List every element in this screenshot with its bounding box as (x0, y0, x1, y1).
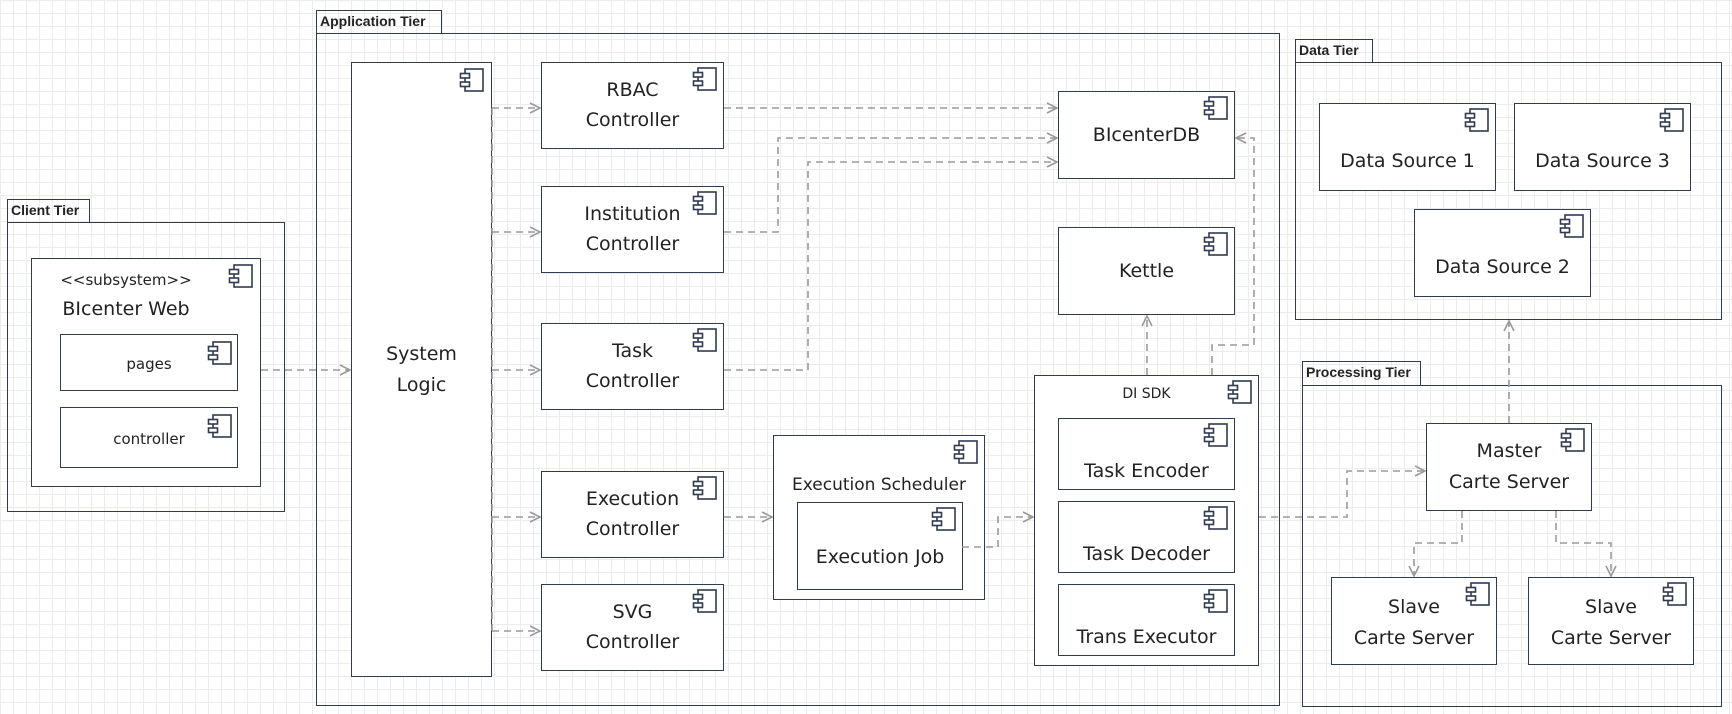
rbac-controller-label-2: Controller (585, 109, 680, 131)
slave-carte-server-1-label-1: Slave (1388, 596, 1440, 618)
system-logic[interactable]: System Logic (351, 62, 492, 677)
institution-controller-label-2: Controller (585, 233, 680, 255)
data-source-2[interactable]: Data Source 2 (1414, 209, 1591, 297)
execution-controller-label-1: Execution (585, 488, 680, 510)
application-tier-label: Application Tier (320, 13, 426, 29)
task-decoder-label: Task Decoder (1083, 543, 1210, 565)
component-icon (1464, 107, 1490, 133)
component-icon (459, 67, 485, 93)
svg-controller[interactable]: SVG Controller (541, 584, 724, 671)
system-logic-label-1: System (386, 343, 457, 365)
bicenter-web-subsystem[interactable]: <<subsystem>> BIcenter Web pages control… (31, 258, 261, 487)
execution-controller-label-2: Controller (585, 518, 680, 540)
task-encoder[interactable]: Task Encoder (1058, 418, 1235, 490)
master-carte-server-label-1: Master (1476, 440, 1542, 462)
data-tier (1295, 62, 1722, 320)
data-source-1[interactable]: Data Source 1 (1319, 103, 1496, 191)
kettle[interactable]: Kettle (1058, 227, 1235, 315)
execution-job[interactable]: Execution Job (797, 502, 963, 590)
execution-controller[interactable]: Execution Controller (541, 471, 724, 558)
component-icon (953, 439, 979, 465)
rbac-controller-label-1: RBAC (606, 79, 659, 101)
execution-scheduler[interactable]: Execution Scheduler Execution Job (773, 435, 985, 600)
task-controller[interactable]: Task Controller (541, 323, 724, 410)
master-carte-server-label-2: Carte Server (1448, 471, 1570, 493)
client-tier-tab: Client Tier (7, 199, 90, 223)
institution-controller[interactable]: Institution Controller (541, 186, 724, 273)
subsystem-stereotype: <<subsystem>> (60, 271, 192, 289)
di-sdk[interactable]: DI SDK Task Encoder Task Decoder Trans E… (1034, 375, 1259, 666)
slave-carte-server-1[interactable]: Slave Carte Server (1331, 577, 1497, 665)
bicenter-web-label: BIcenter Web (62, 298, 190, 320)
task-decoder[interactable]: Task Decoder (1058, 501, 1235, 573)
bicenter-db[interactable]: BIcenterDB (1058, 91, 1235, 179)
processing-tier (1302, 385, 1722, 707)
component-icon (1659, 107, 1685, 133)
trans-executor-label: Trans Executor (1076, 626, 1217, 648)
component-icon (931, 506, 957, 532)
trans-executor[interactable]: Trans Executor (1058, 584, 1235, 656)
pages-component[interactable]: pages (60, 334, 238, 391)
institution-controller-label-1: Institution (584, 203, 681, 225)
data-source-2-label: Data Source 2 (1435, 256, 1570, 278)
execution-scheduler-label: Execution Scheduler (792, 475, 966, 495)
controller-label: controller (113, 430, 185, 448)
data-source-1-label: Data Source 1 (1340, 150, 1475, 172)
data-source-3[interactable]: Data Source 3 (1514, 103, 1691, 191)
component-icon (1203, 231, 1229, 257)
bicenter-db-label: BIcenterDB (1092, 124, 1201, 146)
execution-job-label: Execution Job (815, 546, 945, 568)
component-icon (1203, 505, 1229, 531)
component-icon (1203, 95, 1229, 121)
client-tier (7, 222, 285, 512)
task-controller-label-1: Task (611, 340, 653, 362)
component-icon (1559, 213, 1585, 239)
system-logic-label-2: Logic (396, 374, 447, 396)
slave-carte-server-2[interactable]: Slave Carte Server (1528, 577, 1694, 665)
master-carte-server[interactable]: Master Carte Server (1426, 423, 1592, 511)
application-tier-tab: Application Tier (316, 10, 442, 34)
pages-label: pages (126, 355, 172, 373)
component-icon (1203, 422, 1229, 448)
slave-carte-server-1-label-2: Carte Server (1353, 627, 1475, 649)
component-icon (1203, 588, 1229, 614)
data-source-3-label: Data Source 3 (1535, 150, 1670, 172)
data-tier-tab: Data Tier (1295, 39, 1373, 63)
controller-component[interactable]: controller (60, 407, 238, 468)
svg-controller-label-1: SVG (612, 601, 653, 623)
kettle-label: Kettle (1118, 260, 1175, 282)
task-controller-label-2: Controller (585, 370, 680, 392)
di-sdk-label: DI SDK (1122, 386, 1171, 402)
slave-carte-server-2-label-1: Slave (1585, 596, 1637, 618)
slave-carte-server-2-label-2: Carte Server (1550, 627, 1672, 649)
task-encoder-label: Task Encoder (1084, 460, 1209, 482)
processing-tier-label: Processing Tier (1306, 364, 1411, 380)
rbac-controller[interactable]: RBAC Controller (541, 62, 724, 149)
processing-tier-tab: Processing Tier (1302, 361, 1421, 385)
svg-controller-label-2: Controller (585, 631, 680, 653)
client-tier-label: Client Tier (11, 202, 80, 218)
data-tier-label: Data Tier (1299, 42, 1359, 58)
